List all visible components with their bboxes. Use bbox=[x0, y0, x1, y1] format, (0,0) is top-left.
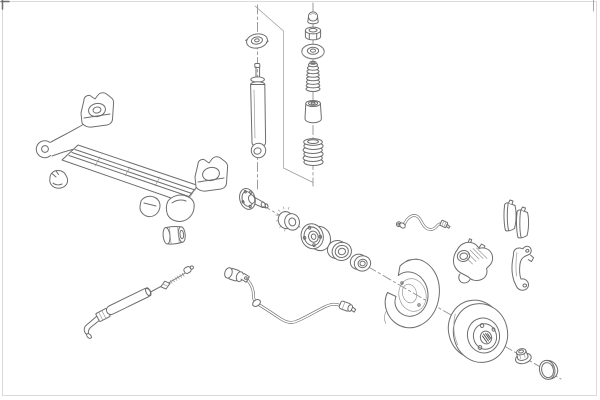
rear-axle-beam-drawing bbox=[35, 92, 229, 222]
shock-mount-washer-drawing bbox=[245, 33, 269, 49]
handbrake-cable-drawing bbox=[83, 265, 194, 339]
mounting-plane-outline bbox=[254, 5, 314, 183]
caliper-bracket-drawing bbox=[511, 245, 534, 291]
protective-boot-drawing bbox=[305, 60, 321, 92]
hub-nut-drawing bbox=[515, 348, 532, 365]
spring-seat-washer-drawing bbox=[301, 43, 325, 60]
dust-cap-drawing bbox=[538, 359, 559, 380]
bump-stop-drawing bbox=[304, 100, 322, 124]
brake-caliper-drawing bbox=[452, 238, 494, 284]
shock-absorber-drawing bbox=[250, 63, 267, 159]
bearing-race-drawing bbox=[275, 206, 300, 232]
bump-stop-buffer-drawing bbox=[49, 170, 69, 189]
stub-axle-drawing bbox=[239, 188, 269, 210]
trailing-arm-bushing-drawing bbox=[162, 226, 186, 245]
brake-hose-drawing bbox=[395, 214, 451, 231]
abs-sensor-cable-drawing bbox=[224, 267, 357, 324]
cap-nut-drawing bbox=[307, 11, 319, 25]
brake-backing-plate-drawing bbox=[384, 258, 440, 329]
wheel-bearing-drawing bbox=[326, 239, 352, 261]
coil-spring-drawing bbox=[302, 138, 324, 166]
brake-pads-drawing bbox=[503, 199, 530, 239]
wheel-hub-drawing bbox=[300, 223, 332, 252]
brake-disc-drawing bbox=[447, 299, 509, 363]
seal-ring-drawing bbox=[349, 253, 372, 272]
hex-nut-drawing bbox=[304, 26, 322, 41]
